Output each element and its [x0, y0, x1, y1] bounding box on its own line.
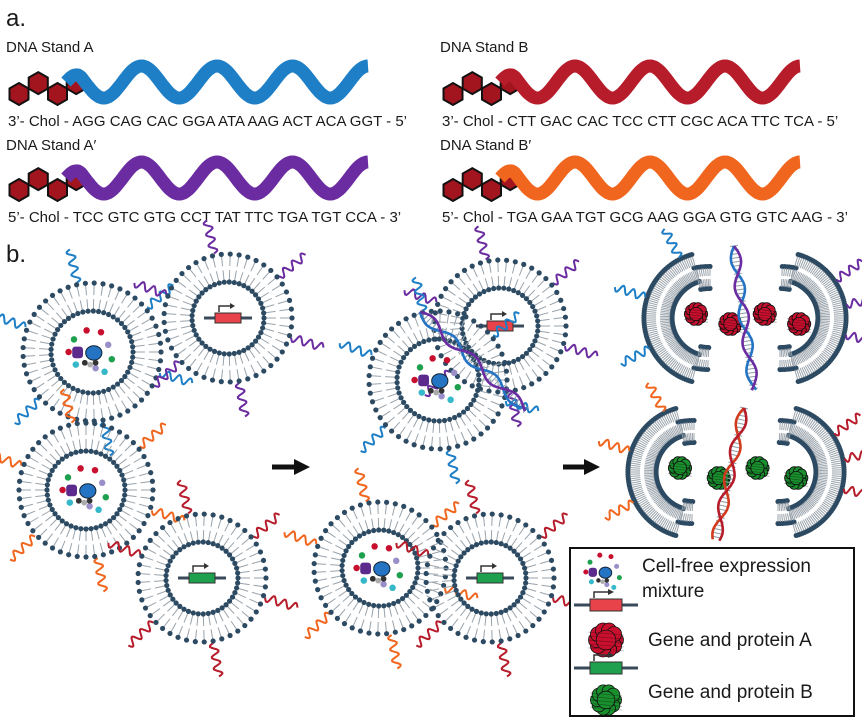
vesicle-docked-gene-b — [396, 480, 585, 676]
strand-a: DNA Stand A 3’- Chol - AGG CAG CAC GGA A… — [6, 39, 407, 130]
protein-a-legend-icon — [588, 623, 624, 657]
panel-b-label: b. — [6, 241, 26, 268]
strand-a-title: DNA Stand A — [6, 39, 94, 56]
legend: Cell-free expression mixture Gene and pr… — [570, 548, 854, 716]
arrow-icon — [563, 459, 600, 475]
strand-b-prime-title: DNA Stand B′ — [440, 137, 531, 154]
strand-a-prime-title: DNA Stand A′ — [6, 137, 97, 154]
strand-a-prime: DNA Stand A′ 5’- Chol - TCC GTC GTG CCT … — [6, 137, 401, 226]
strand-a-prime-wave — [66, 162, 368, 194]
legend-mixture-label: Cell-free expression — [642, 556, 811, 577]
legend-mixture-label-2: mixture — [642, 581, 704, 602]
strand-a-sequence: 3’- Chol - AGG CAG CAC GGA ATA AAG ACT A… — [8, 113, 407, 130]
strand-b-wave — [500, 66, 800, 98]
strand-a-wave — [66, 66, 368, 98]
vesicle-gene-a — [134, 220, 323, 416]
vesicle-docked-mixture-a — [340, 277, 539, 483]
vesicle-docked-mixture-b — [285, 468, 478, 668]
strand-b-prime-sequence: 5’- Chol - TGA GAA TGT GCG AAG GGA GTG G… — [442, 209, 848, 226]
strand-b-prime-wave — [500, 162, 800, 194]
arrow-icon — [272, 459, 310, 475]
vesicle-gene-b — [108, 480, 297, 676]
strand-b: DNA Stand B 3’- Chol - CTT GAC CAC TCC C… — [440, 39, 838, 130]
legend-protein-b-label: Gene and protein B — [648, 682, 813, 703]
protein-b-legend-icon — [590, 685, 622, 715]
strand-b-sequence: 3’- Chol - CTT GAC CAC TCC CTT CGC ACA T… — [442, 113, 838, 130]
strand-b-title: DNA Stand B — [440, 39, 528, 56]
panel-a-label: a. — [6, 5, 26, 32]
legend-protein-a-label: Gene and protein A — [648, 630, 812, 651]
strand-b-prime: DNA Stand B′ 5’- Chol - TGA GAA TGT GCG … — [440, 137, 848, 226]
